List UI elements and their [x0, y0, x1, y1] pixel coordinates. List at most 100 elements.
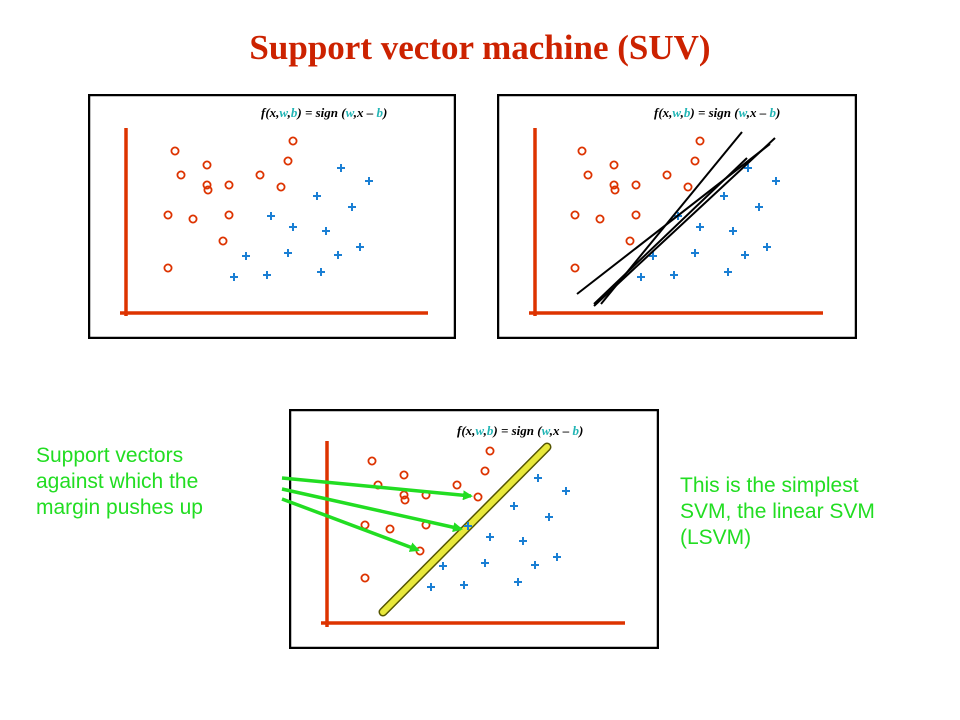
- positive-class-point: [284, 249, 292, 257]
- positive-class-point: [534, 474, 542, 482]
- plot-panel-max-margin: f(x,w,b) = sign (w,x – b): [289, 409, 659, 649]
- slide-title: Support vector machine (SUV): [249, 28, 711, 67]
- positive-class-point: [348, 203, 356, 211]
- negative-class-point: [631, 210, 641, 220]
- positive-class-point: [337, 164, 345, 172]
- positive-class-point: [289, 223, 297, 231]
- negative-class-point: [218, 236, 228, 246]
- panel-frame: [289, 409, 659, 649]
- positive-class-point: [741, 251, 749, 259]
- positive-class-point: [691, 249, 699, 257]
- negative-class-point: [570, 210, 580, 220]
- negative-class-point: [662, 170, 672, 180]
- negative-class-point: [163, 263, 173, 273]
- negative-class-point: [170, 146, 180, 156]
- positive-class-point: [481, 559, 489, 567]
- negative-class-point: [595, 214, 605, 224]
- support-vectors-annotation: Support vectors against which the margin…: [36, 444, 203, 519]
- negative-class-point: [224, 180, 234, 190]
- positive-class-point: [486, 533, 494, 541]
- positive-class-point: [334, 251, 342, 259]
- negative-class-point: [695, 136, 705, 146]
- negative-class-point: [399, 470, 409, 480]
- positive-class-point: [772, 177, 780, 185]
- positive-class-point: [313, 192, 321, 200]
- separator-line-2: [593, 157, 748, 305]
- positive-class-point: [267, 212, 275, 220]
- positive-class-point: [670, 271, 678, 279]
- formula-label: f(x,w,b) = sign (w,x – b): [654, 105, 780, 120]
- negative-class-point: [400, 495, 410, 505]
- positive-class-point: [514, 578, 522, 586]
- negative-class-point: [452, 480, 462, 490]
- negative-class-point: [288, 136, 298, 146]
- positive-class-point: [545, 513, 553, 521]
- negative-class-point: [399, 490, 409, 500]
- positive-class-point: [460, 581, 468, 589]
- positive-class-point: [365, 177, 373, 185]
- data-points: [360, 446, 570, 591]
- positive-class-point: [519, 537, 527, 545]
- positive-class-point: [230, 273, 238, 281]
- negative-class-point: [255, 170, 265, 180]
- negative-class-point: [367, 456, 377, 466]
- data-points: [163, 136, 373, 281]
- negative-class-point: [690, 156, 700, 166]
- positive-class-point: [464, 522, 472, 530]
- separator-line-4: [600, 131, 743, 305]
- negative-class-point: [203, 185, 213, 195]
- plot-panel-multiple-separators: f(x,w,b) = sign (w,x – b): [497, 94, 857, 339]
- positive-class-point: [242, 252, 250, 260]
- positive-class-point: [755, 203, 763, 211]
- arrow-to-support-vector-2: [281, 487, 463, 533]
- negative-class-point: [583, 170, 593, 180]
- positive-class-point: [696, 223, 704, 231]
- arrow-to-support-vector-1: [281, 476, 473, 501]
- negative-class-point: [570, 263, 580, 273]
- negative-class-point: [473, 492, 483, 502]
- negative-class-point: [577, 146, 587, 156]
- separator-line-3: [593, 137, 776, 307]
- negative-class-point: [202, 160, 212, 170]
- negative-class-point: [609, 180, 619, 190]
- positive-class-point: [744, 164, 752, 172]
- negative-class-point: [625, 236, 635, 246]
- positive-class-point: [729, 227, 737, 235]
- positive-class-point: [263, 271, 271, 279]
- negative-class-point: [283, 156, 293, 166]
- positive-class-point: [510, 502, 518, 510]
- positive-class-point: [724, 268, 732, 276]
- max-margin-separator: [380, 444, 550, 615]
- formula-label: f(x,w,b) = sign (w,x – b): [457, 423, 583, 438]
- positive-class-point: [317, 268, 325, 276]
- negative-class-point: [176, 170, 186, 180]
- positive-class-point: [439, 562, 447, 570]
- separator-line-1: [576, 143, 771, 295]
- positive-class-point: [427, 583, 435, 591]
- arrow-to-support-vector-3: [281, 497, 420, 552]
- positive-class-point: [531, 561, 539, 569]
- positive-class-point: [763, 243, 771, 251]
- negative-class-point: [683, 182, 693, 192]
- positive-class-point: [637, 273, 645, 281]
- data-points: [570, 136, 780, 281]
- negative-class-point: [610, 185, 620, 195]
- negative-class-point: [276, 182, 286, 192]
- positive-class-point: [720, 192, 728, 200]
- negative-class-point: [202, 180, 212, 190]
- negative-class-point: [385, 524, 395, 534]
- negative-class-point: [188, 214, 198, 224]
- negative-class-point: [163, 210, 173, 220]
- positive-class-point: [649, 252, 657, 260]
- lsvm-annotation: This is the simplest SVM, the linear SVM…: [680, 474, 875, 549]
- positive-class-point: [553, 553, 561, 561]
- positive-class-point: [562, 487, 570, 495]
- formula-label: f(x,w,b) = sign (w,x – b): [261, 105, 387, 120]
- negative-class-point: [480, 466, 490, 476]
- positive-class-point: [322, 227, 330, 235]
- negative-class-point: [609, 160, 619, 170]
- panel-frame: [497, 94, 857, 339]
- positive-class-point: [356, 243, 364, 251]
- negative-class-point: [360, 573, 370, 583]
- negative-class-point: [485, 446, 495, 456]
